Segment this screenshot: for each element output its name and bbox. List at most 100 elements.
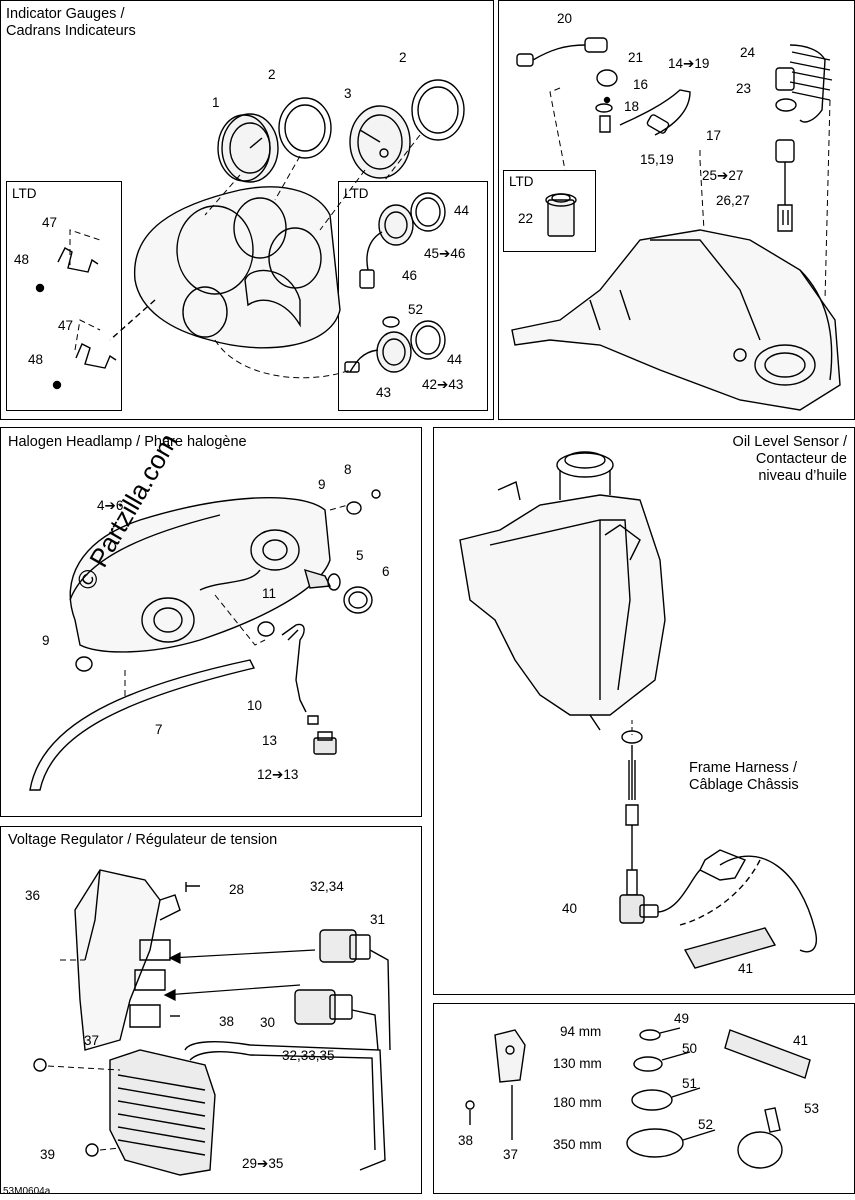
frame-harness: [680, 850, 816, 952]
title-oil-level-sensor: Oil Level Sensor / Contacteur de niveau …: [732, 434, 847, 484]
part-label: 41: [738, 961, 754, 976]
gauge-bezel-ring-left: [279, 98, 331, 158]
part-label: 20: [557, 11, 573, 26]
part-label: 36: [25, 888, 41, 903]
console-body: [512, 230, 840, 410]
headlamp-bulb: [305, 570, 372, 613]
ltd-gauge-lower: [345, 317, 445, 372]
adhesive-strip: [725, 1030, 810, 1078]
part-label: 30: [260, 1015, 276, 1030]
heat-shrink-tube: [685, 928, 775, 968]
part-label: 2: [399, 50, 407, 65]
ltd-bracket-lower: [54, 344, 117, 389]
part-label: 17: [706, 128, 722, 143]
part-label: 3: [344, 86, 352, 101]
part-label: 48: [14, 252, 30, 267]
part-label: 38: [219, 1014, 235, 1029]
part-label: 23: [736, 81, 752, 96]
oil-level-sensor: [620, 731, 700, 923]
part-label: 31: [370, 912, 386, 927]
cable-ties: [627, 1028, 715, 1157]
part-label: 14➔19: [668, 56, 710, 71]
part-label: 41: [793, 1033, 809, 1048]
inset-ltd-brackets-label: LTD: [12, 186, 37, 201]
voltage-regulator: [110, 1042, 385, 1175]
part-label: 32,34: [310, 879, 344, 894]
inset-ltd-brackets: [6, 181, 122, 411]
part-label: 47: [42, 215, 58, 230]
title-voltage-regulator: Voltage Regulator / Régulateur de tensio…: [8, 832, 278, 848]
gauge-speedometer: [218, 114, 278, 182]
part-label: 21: [628, 50, 644, 65]
gauge-tachometer: [350, 106, 410, 178]
part-label: 4➔6: [97, 498, 124, 513]
part-label: 2: [268, 67, 276, 82]
figure-code: 53M0604a: [3, 1186, 51, 1197]
tie-size-180: 180 mm: [553, 1095, 602, 1110]
part-label: 29➔35: [242, 1156, 284, 1171]
part-label: 52: [698, 1117, 714, 1132]
part-label: 47: [58, 318, 74, 333]
part-label: 38: [458, 1133, 474, 1148]
part-label: 37: [84, 1033, 100, 1048]
headlamp-vent-tube: [282, 624, 306, 712]
part-label: 12➔13: [257, 767, 299, 782]
part-label: 51: [682, 1076, 698, 1091]
headlamp-socket-connector: [308, 716, 336, 754]
regulator-screws: [34, 882, 200, 1156]
label-frame-harness: Frame Harness / Câblage Châssis: [689, 760, 799, 793]
tie-clip: [466, 1030, 525, 1140]
tie-size-94: 94 mm: [560, 1024, 602, 1039]
panel-voltage-regulator: [0, 826, 422, 1194]
part-label: 42➔43: [422, 377, 464, 392]
regulator-bracket: [75, 870, 180, 1050]
ltd-gauge-upper: [360, 193, 445, 288]
part-label: 24: [740, 45, 756, 60]
title-indicator-gauges: Indicator Gauges / Cadrans Indicateurs: [6, 6, 136, 39]
part-label: 44: [454, 203, 470, 218]
part-label: 5: [356, 548, 364, 563]
part-label: 8: [344, 462, 352, 477]
tie-clamp: [738, 1108, 782, 1168]
part-label: 52: [408, 302, 424, 317]
part-label: 44: [447, 352, 463, 367]
part-label: 40: [562, 901, 578, 916]
part-label: 45➔46: [424, 246, 466, 261]
part-label: 32,33,35: [282, 1048, 335, 1063]
part-label: 11: [262, 586, 277, 601]
part-label: 25➔27: [702, 168, 744, 183]
vent-hose: [620, 90, 690, 135]
regulator-arrows: [165, 950, 315, 1000]
part-label: 7: [155, 722, 163, 737]
inset-ltd-console: [503, 170, 596, 252]
part-label: 9: [42, 633, 50, 648]
panel-halogen-headlamp: [0, 427, 422, 817]
inset-ltd-console-label: LTD: [509, 174, 534, 189]
part-label: 50: [682, 1041, 698, 1056]
part-label: 16: [633, 77, 649, 92]
key-switch-harness: [517, 38, 617, 132]
part-label: 48: [28, 352, 44, 367]
part-label: 9: [318, 477, 326, 492]
part-label: 28: [229, 882, 245, 897]
instrument-console-housing: [110, 187, 340, 348]
part-label: 43: [376, 385, 392, 400]
tether-cord-lanyard: [776, 45, 832, 231]
part-label: 37: [503, 1147, 519, 1162]
part-label: 6: [382, 564, 390, 579]
part-label: 53: [804, 1101, 820, 1116]
part-label: 26,27: [716, 193, 750, 208]
gauge-bezel-ring-right: [412, 80, 464, 140]
part-label: 22: [518, 211, 534, 226]
part-label: 1: [212, 95, 220, 110]
headlamp-fasteners: [76, 490, 380, 671]
headlamp-assembly: [70, 498, 330, 652]
oil-tank: [460, 452, 665, 730]
part-label: 13: [262, 733, 278, 748]
headlamp-gasket-strip: [30, 660, 254, 790]
part-label: 10: [247, 698, 263, 713]
regulator-connectors: [295, 930, 390, 1050]
part-label: 15,19: [640, 152, 674, 167]
part-label: 39: [40, 1147, 56, 1162]
